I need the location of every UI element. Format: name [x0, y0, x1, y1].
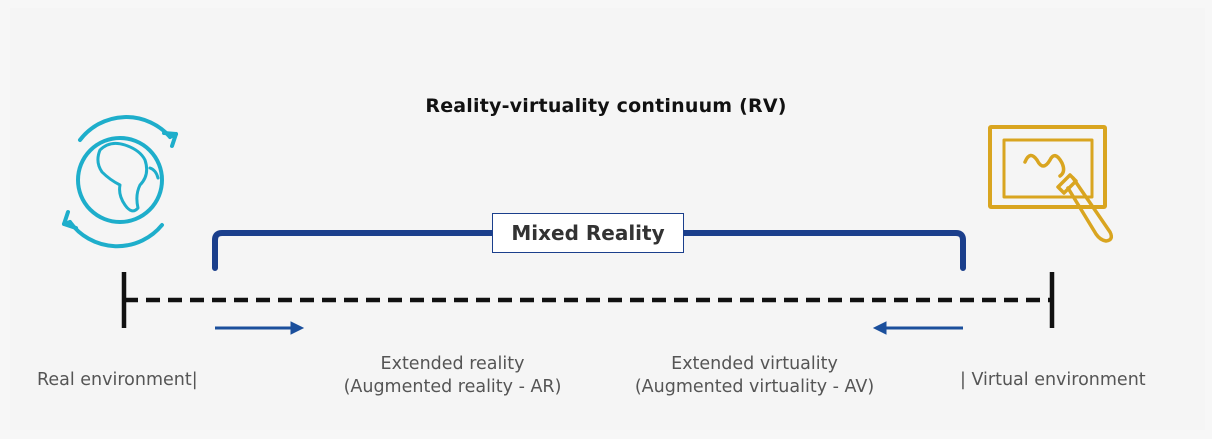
extended-virtuality-line1: Extended virtuality [671, 354, 838, 374]
extended-virtuality-line2: (Augmented virtuality - AV) [634, 377, 875, 397]
extended-reality-line1: Extended reality [380, 354, 525, 374]
extended-reality-line2: (Augmented reality - AR) [343, 377, 562, 397]
mixed-reality-bracket [212, 230, 966, 271]
diagram-title: Reality-virtuality continuum (RV) [425, 95, 787, 117]
virtual-environment-label: | Virtual environment [960, 370, 1146, 390]
extended-virtuality-label: Extended virtuality (Augmented virtualit… [617, 353, 892, 399]
mixed-reality-label: Mixed Reality [492, 213, 684, 253]
globe-cycle-icon [62, 115, 178, 249]
real-environment-label: Real environment| [37, 370, 198, 390]
continuum-axis [121, 272, 1055, 328]
extended-reality-label: Extended reality (Augmented reality - AR… [330, 353, 575, 399]
right-arrow-icon [215, 321, 305, 335]
virtual-drawing-icon [988, 125, 1114, 243]
left-arrow-icon [872, 321, 963, 335]
